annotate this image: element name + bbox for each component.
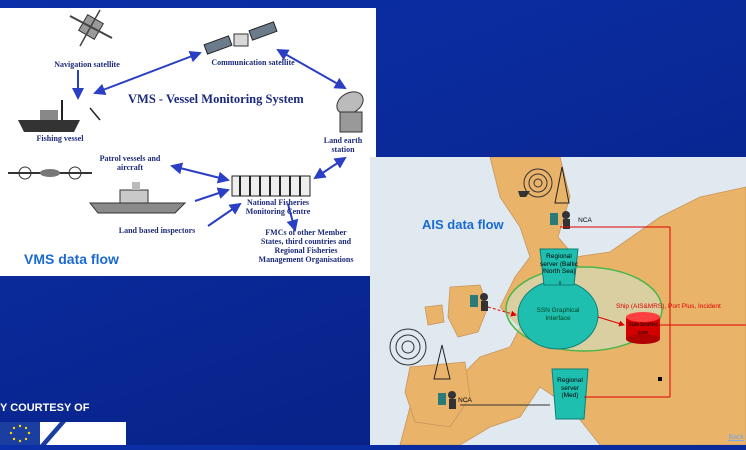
- nfmc-label: National Fisheries Monitoring Centre: [245, 198, 311, 216]
- regional-server-north-label: Regional server (Baltic /North Sea): [540, 253, 578, 275]
- patrol-vessel-icon: [88, 182, 187, 214]
- vms-title: VMS - Vessel Monitoring System: [128, 92, 304, 106]
- nca-north-operator-icon: [550, 211, 570, 229]
- nca-north-label: NCA: [578, 217, 592, 224]
- back-link[interactable]: Back: [728, 434, 744, 441]
- land-earth-station-icon: [336, 91, 364, 133]
- communication-satellite-icon: [203, 21, 278, 55]
- regional-server-med-icon: [551, 368, 589, 420]
- nca-south-label: NCA: [458, 397, 472, 404]
- safeseanet-database-icon: [626, 312, 660, 344]
- antenna-south-icon: [389, 328, 451, 380]
- ais-black-links: [460, 281, 561, 406]
- fishing-vessel-icon: [18, 100, 101, 132]
- safeseanet-label: SafeSeaNet core: [628, 322, 658, 336]
- side-note-label: Ship (AIS&MRS), Port Plus, Incident: [616, 303, 721, 310]
- communication-satellite-label: Communication satellite: [211, 58, 295, 67]
- vms-diagram-panel: Navigation satellite Communication satel…: [0, 8, 376, 276]
- antenna-north-icon: [518, 166, 570, 204]
- ssn-label: SSN Graphical Interface: [536, 307, 580, 322]
- eu-logo: [0, 422, 126, 445]
- uk-operator-icon: [470, 293, 488, 311]
- navigation-satellite-label: Navigation satellite: [54, 60, 120, 69]
- vms-diagram-graphics: [8, 9, 364, 232]
- monitoring-centre-icon: [231, 175, 311, 197]
- ais-red-links: [487, 226, 746, 398]
- ais-diagram-panel: AIS data flow NCA Regional server (Balti…: [370, 157, 746, 445]
- patrol-aircraft-icon: [8, 166, 92, 180]
- eu-flag-icon: [0, 422, 66, 445]
- courtesy-text: Y COURTESY OF: [0, 402, 90, 414]
- navigation-satellite-icon: [69, 9, 113, 47]
- vms-flow-arrows: [72, 49, 347, 232]
- nca-south-operator-icon: [438, 391, 456, 409]
- land-inspectors-label: Land based inspectors: [118, 226, 196, 235]
- vms-flow-title: VMS data flow: [24, 251, 119, 267]
- marker-dot: [658, 377, 662, 381]
- patrol-label: Patrol vessels and aircraft: [99, 154, 161, 172]
- fmcs-label: FMCs of other Member States, third count…: [258, 228, 354, 264]
- regional-server-med-label: Regional server (Med): [557, 377, 583, 399]
- land-earth-station-label: Land earth station: [323, 136, 363, 154]
- ais-map-graphics: [389, 157, 746, 445]
- ais-flow-title: AIS data flow: [422, 217, 504, 232]
- regional-server-north-icon: [539, 248, 579, 286]
- fishing-vessel-label: Fishing vessel: [36, 134, 84, 143]
